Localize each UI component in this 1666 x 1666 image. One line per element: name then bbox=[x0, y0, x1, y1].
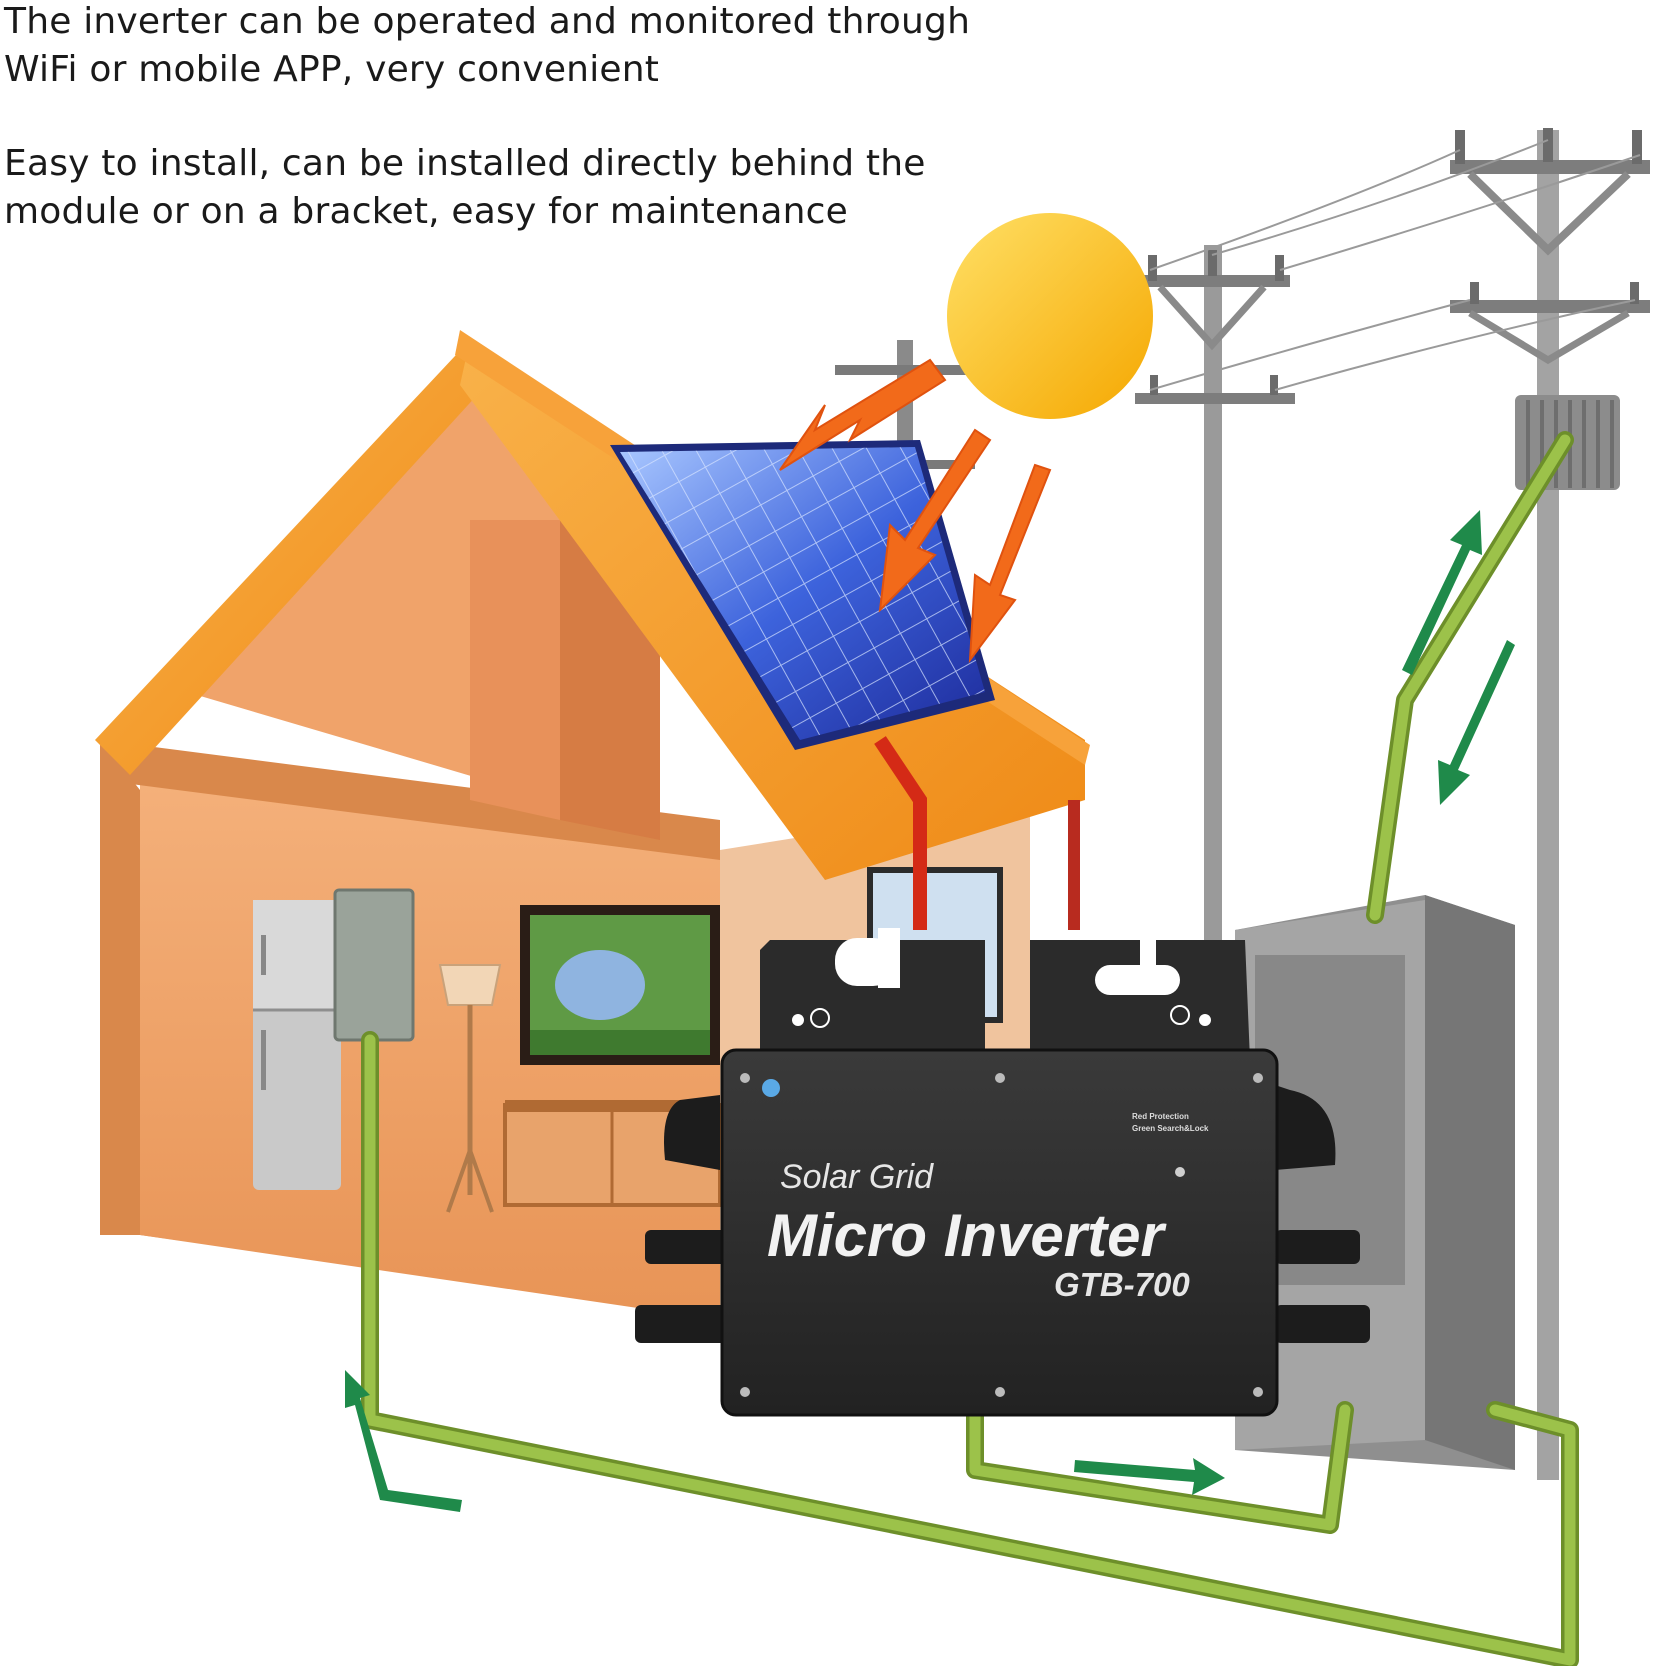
dc-cable bbox=[874, 736, 927, 930]
floor-lamp bbox=[438, 964, 502, 1213]
television bbox=[520, 905, 720, 1065]
headline-line: WiFi or mobile APP, very convenient bbox=[4, 49, 660, 90]
headline-paragraph-install: Easy to install, can be installed direct… bbox=[4, 140, 1054, 236]
refrigerator bbox=[253, 900, 341, 1190]
indoor-breaker-box bbox=[333, 888, 415, 1042]
status-led-icon bbox=[1175, 1167, 1185, 1177]
inverter-model: GTB-700 bbox=[1054, 1266, 1190, 1303]
ac-wiring bbox=[361, 431, 1579, 1666]
wifi-indicator-icon bbox=[762, 1079, 780, 1097]
inverter-product-name: Micro Inverter bbox=[767, 1202, 1167, 1269]
house bbox=[95, 330, 1090, 1320]
solar-panel bbox=[610, 440, 995, 750]
headline-paragraph-wifi: The inverter can be operated and monitor… bbox=[4, 0, 1054, 94]
inverter-brand-line: Solar Grid bbox=[780, 1158, 934, 1196]
headline-line: The inverter can be operated and monitor… bbox=[4, 1, 971, 42]
sun-icon bbox=[947, 213, 1153, 419]
inverter-indicator-line-2: Green Search&Lock bbox=[1132, 1124, 1209, 1133]
power-flow-arrows bbox=[345, 510, 1515, 1512]
micro-inverter: Red Protection Green Search&Lock Solar G… bbox=[635, 928, 1370, 1417]
headline-line: module or on a bracket, easy for mainten… bbox=[4, 191, 848, 232]
headline-line: Easy to install, can be installed direct… bbox=[4, 143, 926, 184]
inverter-indicator-line-1: Red Protection bbox=[1132, 1112, 1189, 1121]
sunlight-arrows bbox=[779, 358, 1052, 664]
